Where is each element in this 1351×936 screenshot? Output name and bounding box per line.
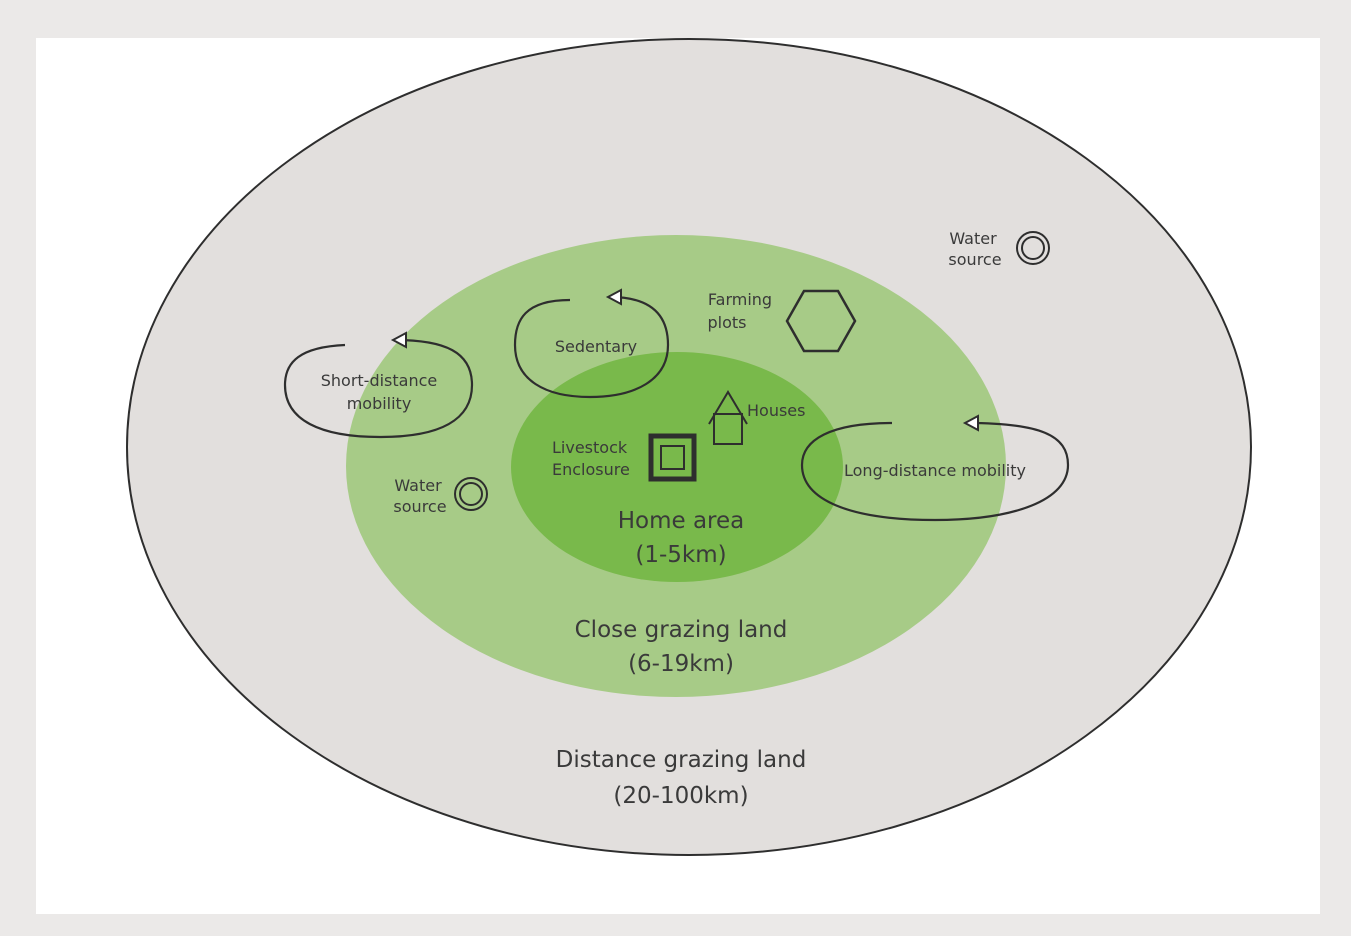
livestock-enclosure: Livestock Enclosure — [552, 433, 697, 482]
hexagon-icon — [785, 289, 857, 353]
enclosure-icon — [648, 433, 697, 482]
water-source-left-label-2: source — [393, 497, 446, 516]
short-distance-mobility: Short-distance mobility — [283, 331, 474, 439]
sedentary-mobility: Sedentary — [513, 288, 670, 399]
farming-plots-label-1: Farming — [708, 290, 772, 309]
loop-arrow-icon — [513, 295, 670, 399]
water-source-icon — [454, 477, 488, 511]
water-source-left: Water source — [393, 476, 488, 516]
home-area-zone — [511, 352, 843, 582]
home-area-range: (1-5km) — [635, 542, 726, 568]
water-source-top-label-1: Water — [949, 229, 997, 248]
house-icon — [708, 390, 748, 445]
long-distance-label: Long-distance mobility — [844, 461, 1026, 480]
close-grazing-range: (6-19km) — [628, 651, 734, 677]
loop-arrow-icon — [283, 338, 474, 439]
close-grazing-title: Close grazing land — [575, 617, 788, 643]
distance-grazing-title: Distance grazing land — [556, 747, 807, 773]
long-distance-mobility: Long-distance mobility — [800, 414, 1070, 522]
water-source-top: Water source — [948, 229, 1050, 269]
sedentary-label: Sedentary — [555, 337, 637, 356]
farming-plots: Farming plots — [708, 289, 857, 353]
enclosure-label-2: Enclosure — [552, 460, 630, 479]
short-distance-label-1: Short-distance — [321, 371, 438, 390]
houses: Houses — [708, 390, 805, 445]
loop-arrow-icon — [800, 421, 1070, 522]
farming-plots-label-2: plots — [708, 313, 747, 332]
enclosure-label-1: Livestock — [552, 438, 628, 457]
short-distance-label-2: mobility — [347, 394, 412, 413]
water-source-top-label-2: source — [948, 250, 1001, 269]
water-source-left-label-1: Water — [394, 476, 442, 495]
water-source-icon — [1016, 231, 1050, 265]
distance-grazing-range: (20-100km) — [613, 783, 748, 809]
home-area-title: Home area — [618, 508, 745, 534]
houses-label: Houses — [747, 401, 805, 420]
